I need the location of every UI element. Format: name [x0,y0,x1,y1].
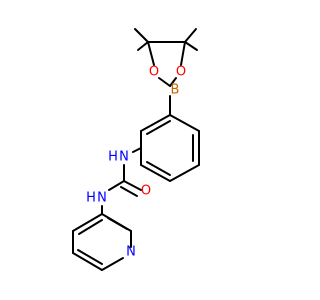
bond-phenyl-4-inner [146,161,171,176]
bond-pyridine-1-inner [107,217,128,230]
bond-carbonyl-o-2 [120,186,138,197]
oxygen-atom-label: O [176,65,186,80]
bond-o-b-right [169,77,177,87]
oxygen-atom-label: O [149,65,159,80]
bond-methyl-2 [137,41,149,51]
hydrogen-atom-label: H [108,150,118,165]
bond-methyl-3 [184,28,197,43]
oxygen-atom-label: O [141,184,151,199]
bond-pyridine-6-inner [78,219,103,235]
boron-atom-label: B [171,83,180,98]
bond-aryl-nh [132,147,142,153]
nitrogen-atom-label: N [126,245,136,260]
bond-methyl-4 [184,41,198,51]
bond-methyl-1 [134,28,149,43]
bond-carbonyl-nh [108,180,125,191]
bond-pyridine-6 [72,213,103,232]
hydrogen-atom-label: H [86,191,96,206]
nitrogen-atom-label: N [97,191,107,206]
molecule-drawing: B O O N H O N H N [72,28,200,271]
bond-phenyl-1 [169,114,200,132]
bond-phenyl-3 [169,164,200,182]
bond-carbonyl-o-1 [123,180,142,191]
bond-phenyl-6-inner [146,120,171,135]
bond-c-o-right [180,41,186,66]
bond-pyridine-4 [72,252,103,271]
bond-phenyl-6 [140,114,171,132]
bond-pyridine-3 [101,257,124,271]
bond-o-b-left [158,77,171,87]
nitrogen-atom-label: N [119,150,129,165]
bond-c-o-left [147,41,155,66]
molecule-structure: B O O N H O N H N [72,28,200,271]
bond-pyridine-4-inner [77,249,103,265]
bond-phenyl-4 [140,164,171,182]
